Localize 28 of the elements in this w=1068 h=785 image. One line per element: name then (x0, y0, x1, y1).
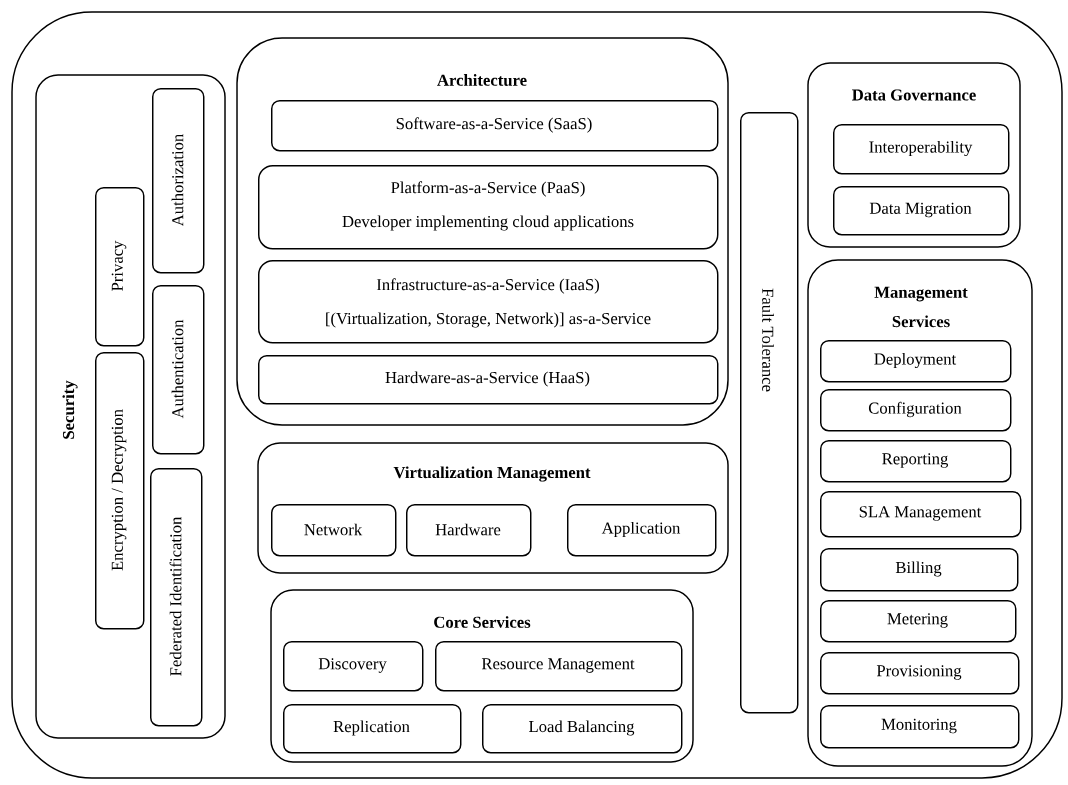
component-box: Application (567, 504, 717, 557)
component-box: Authentication (152, 285, 205, 455)
component-box: Deployment (820, 340, 1012, 383)
outer-frame (11, 11, 1063, 779)
component-box: Hardware-as-a-Service (HaaS) (258, 355, 719, 405)
component-box: Monitoring (820, 705, 1020, 749)
component-box: Encryption / Decryption (95, 352, 145, 630)
component-box: Metering (820, 600, 1017, 643)
component-box: SLA Management (820, 491, 1022, 538)
component-box: Resource Management (435, 641, 683, 692)
component-box: Load Balancing (482, 704, 683, 754)
component-box: Platform-as-a-Service (PaaS) Developer implementing cloud applications (258, 165, 719, 250)
component-box: Billing (820, 548, 1019, 592)
component-box: Discovery (283, 641, 424, 692)
component-box: Authorization (152, 88, 205, 274)
component-box: Network (271, 504, 397, 557)
component-box: Fault Tolerance (740, 112, 799, 714)
component-box: Replication (283, 704, 462, 754)
component-box: Federated Identification (150, 468, 203, 727)
component-box: Reporting (820, 440, 1012, 483)
component-box: Provisioning (820, 652, 1020, 695)
component-box: Infrastructure-as-a-Service (IaaS) [(Virtualization, Storage, Network)] as-a-Service (258, 260, 719, 344)
component-box: Configuration (820, 389, 1012, 432)
component-box: Privacy (95, 187, 145, 347)
component-box: Data Migration (833, 186, 1010, 236)
component-box: Hardware (406, 504, 532, 557)
component-box: Software-as-a-Service (SaaS) (271, 100, 719, 152)
component-box: Interoperability (833, 124, 1010, 175)
